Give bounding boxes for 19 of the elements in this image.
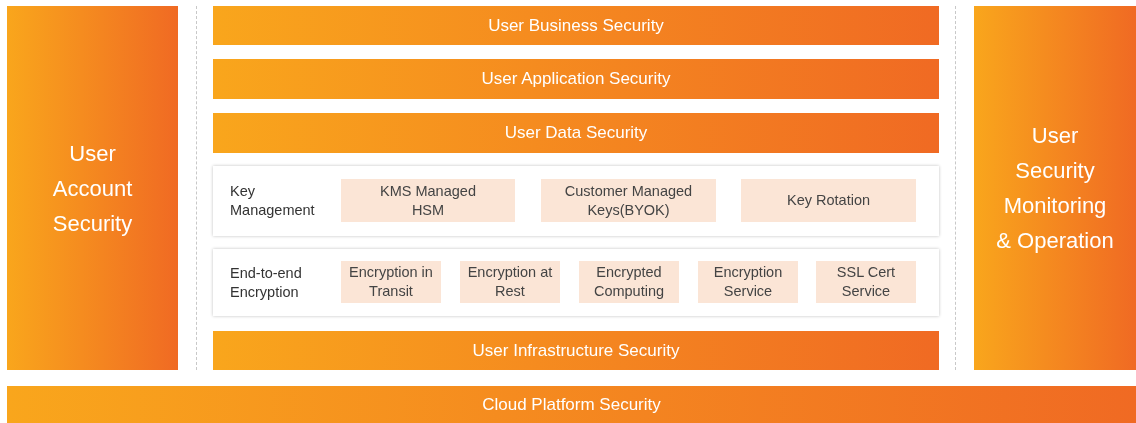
layer-bar: User Business Security xyxy=(213,6,939,45)
side-pillar: User Account Security xyxy=(7,6,178,370)
layer-bar: User Application Security xyxy=(213,59,939,99)
layer-bar: User Data Security xyxy=(213,113,939,153)
feature-chip: Encryption in Transit xyxy=(341,261,441,303)
feature-chip: KMS Managed HSM xyxy=(341,179,515,222)
feature-chip: Encryption Service xyxy=(698,261,798,303)
feature-chip: Encryption at Rest xyxy=(460,261,560,303)
feature-chip: Encrypted Computing xyxy=(579,261,679,303)
layer-panel xyxy=(213,166,939,236)
panel-heading: End-to-end Encryption xyxy=(230,263,303,302)
layer-panel xyxy=(213,249,939,316)
panel-heading: Key Management xyxy=(230,182,316,220)
side-pillar: User Security Monitoring & Operation xyxy=(974,6,1136,370)
layer-bar: Cloud Platform Security xyxy=(7,386,1136,423)
layer-bar: User Infrastructure Security xyxy=(213,331,939,370)
feature-chip: SSL Cert Service xyxy=(816,261,916,303)
feature-chip: Customer Managed Keys(BYOK) xyxy=(541,179,716,222)
feature-chip: Key Rotation xyxy=(741,179,916,222)
